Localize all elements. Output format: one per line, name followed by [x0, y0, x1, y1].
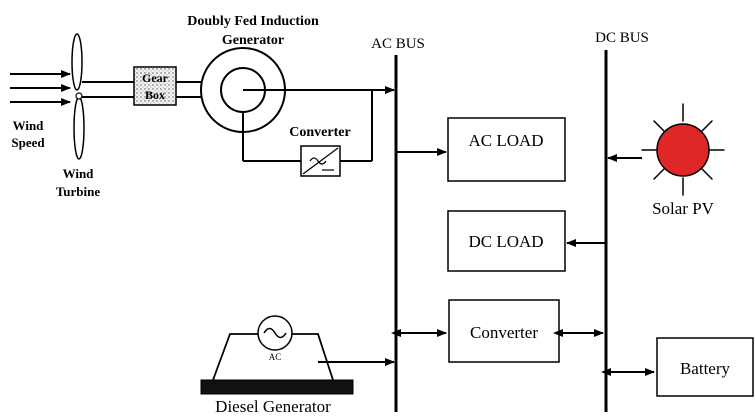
ac-load-label: AC LOAD: [468, 131, 543, 150]
diesel-ac-label: AC: [269, 352, 282, 362]
dfig-title-line2: Generator: [222, 33, 284, 48]
solar-pv-icon: [641, 103, 725, 196]
converter-symbol-icon: [300, 145, 341, 177]
battery-box: [656, 337, 754, 397]
ac-bus-label: AC BUS: [371, 36, 425, 52]
wind-turbine-label-line2: Turbine: [56, 184, 101, 199]
wind-turbine-blades-icon: [71, 33, 85, 160]
wind-turbine-label-line1: Wind: [63, 166, 95, 181]
dc-load-label: DC LOAD: [468, 232, 543, 251]
diesel-generator-icon: [200, 333, 354, 395]
wind-speed-label-line1: Wind: [13, 118, 45, 133]
dfig-title-line1: Doubly Fed Induction: [187, 14, 319, 29]
main-converter-box: [448, 299, 560, 363]
ac-load-box: [447, 117, 566, 182]
wind-speed-label-line2: Speed: [11, 135, 45, 150]
dc-load-box: [447, 210, 566, 272]
solar-pv-label: Solar PV: [652, 199, 715, 218]
gearbox-label-line2: Box: [145, 88, 165, 102]
gearbox: Gear Box: [133, 66, 177, 106]
main-converter-label: Converter: [470, 323, 538, 342]
battery-label: Battery: [680, 359, 731, 378]
diesel-generator-label: Diesel Generator: [215, 397, 331, 416]
ac-source-icon: AC: [257, 315, 293, 362]
rotor-converter-path: [242, 90, 373, 162]
dc-bus-label: DC BUS: [595, 30, 649, 46]
wind-input-arrows: [10, 70, 71, 106]
wind-converter-label: Converter: [289, 125, 350, 140]
gearbox-label-line1: Gear: [142, 71, 169, 85]
